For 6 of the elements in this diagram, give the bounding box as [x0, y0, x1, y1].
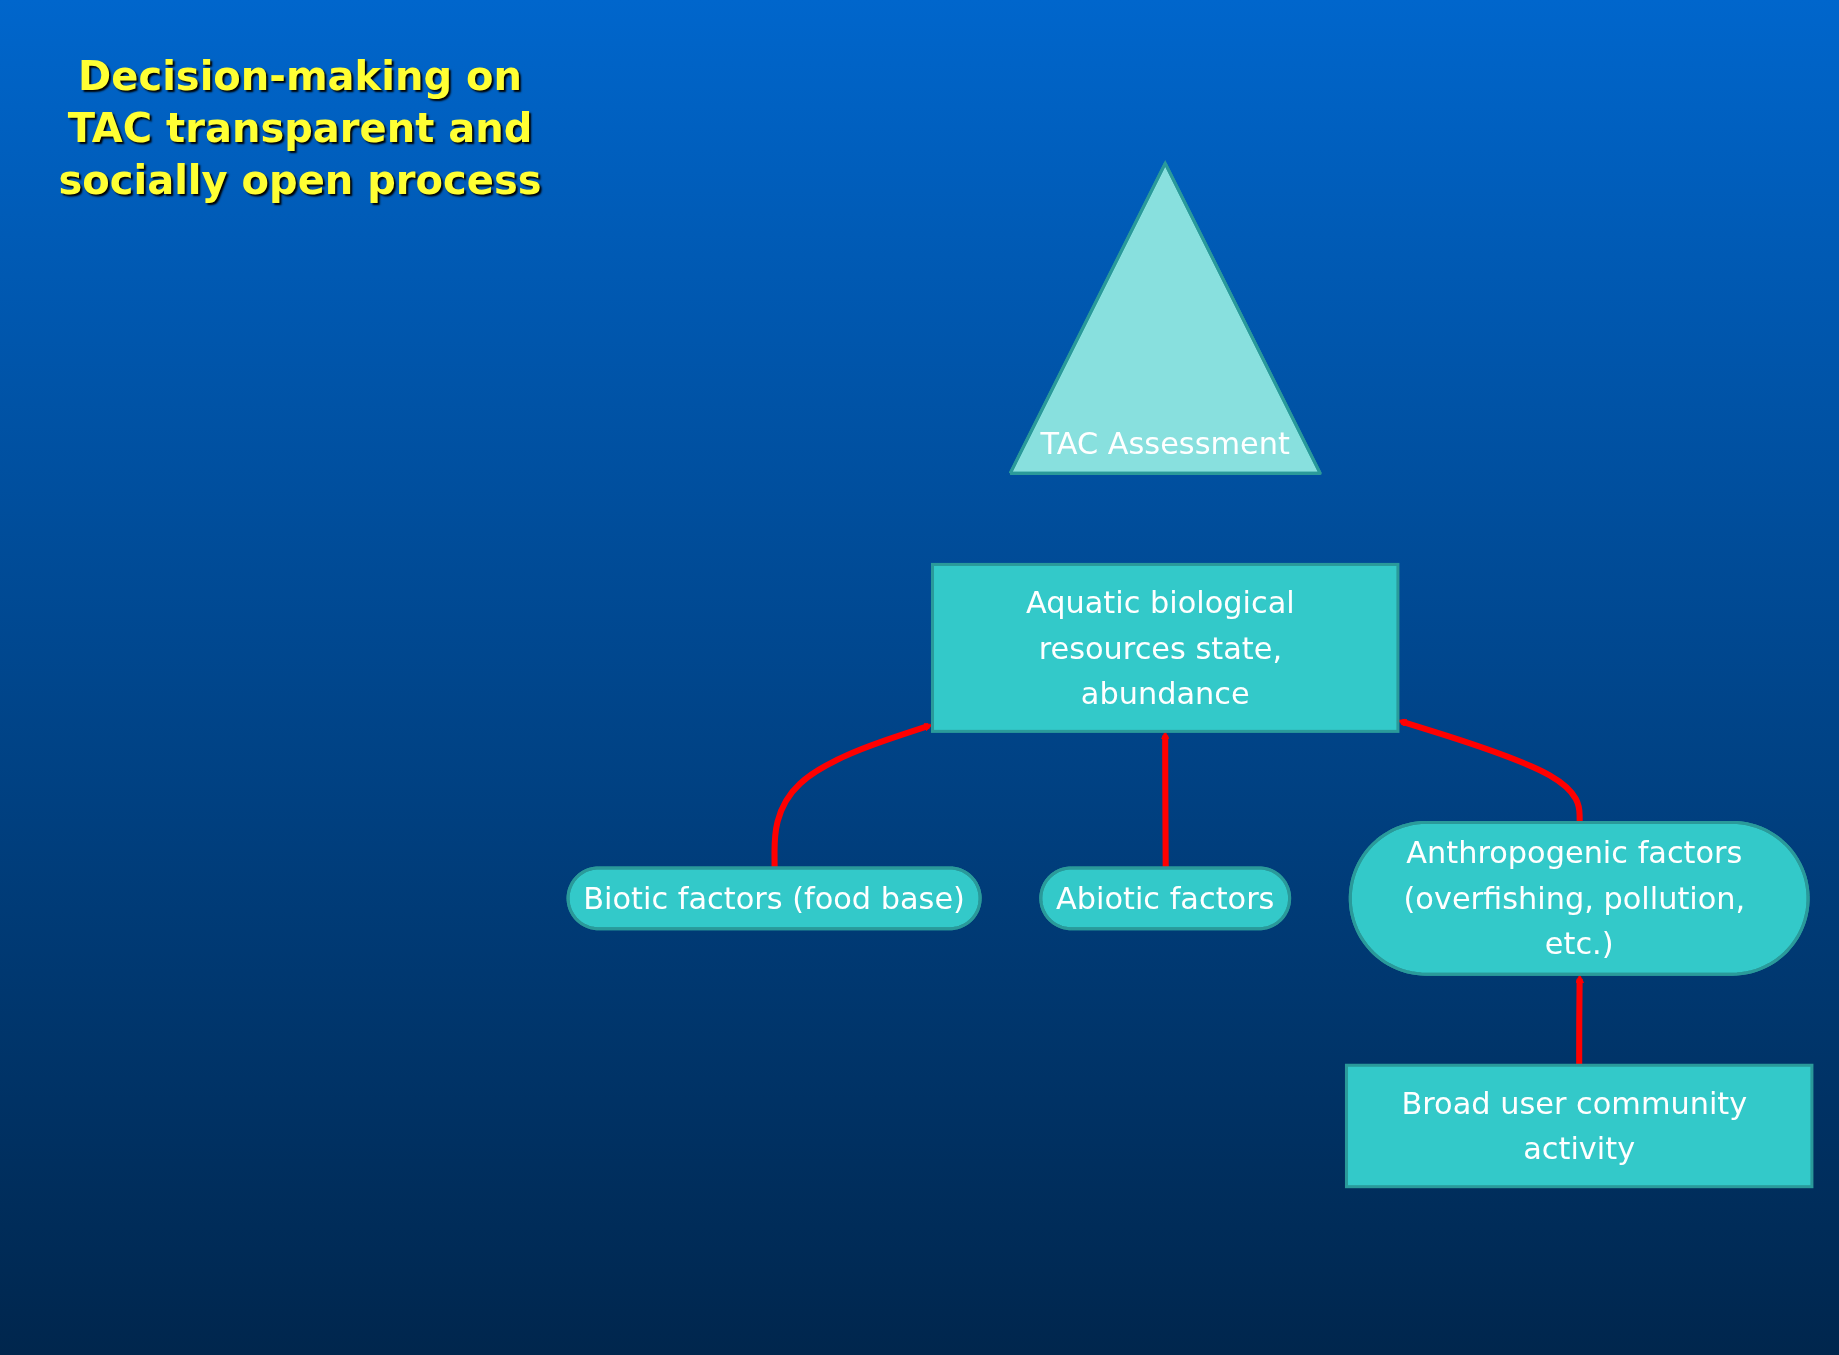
note-text: Decision-making on TAC transparent and socially open process — [57, 52, 543, 205]
arrow — [1160, 730, 1170, 869]
node-box: Aquatic biological resources state, abundance — [930, 562, 1400, 733]
node-box: Broad user community activity — [1344, 1063, 1814, 1189]
arrow — [771, 722, 933, 869]
arrow — [1575, 974, 1585, 1066]
